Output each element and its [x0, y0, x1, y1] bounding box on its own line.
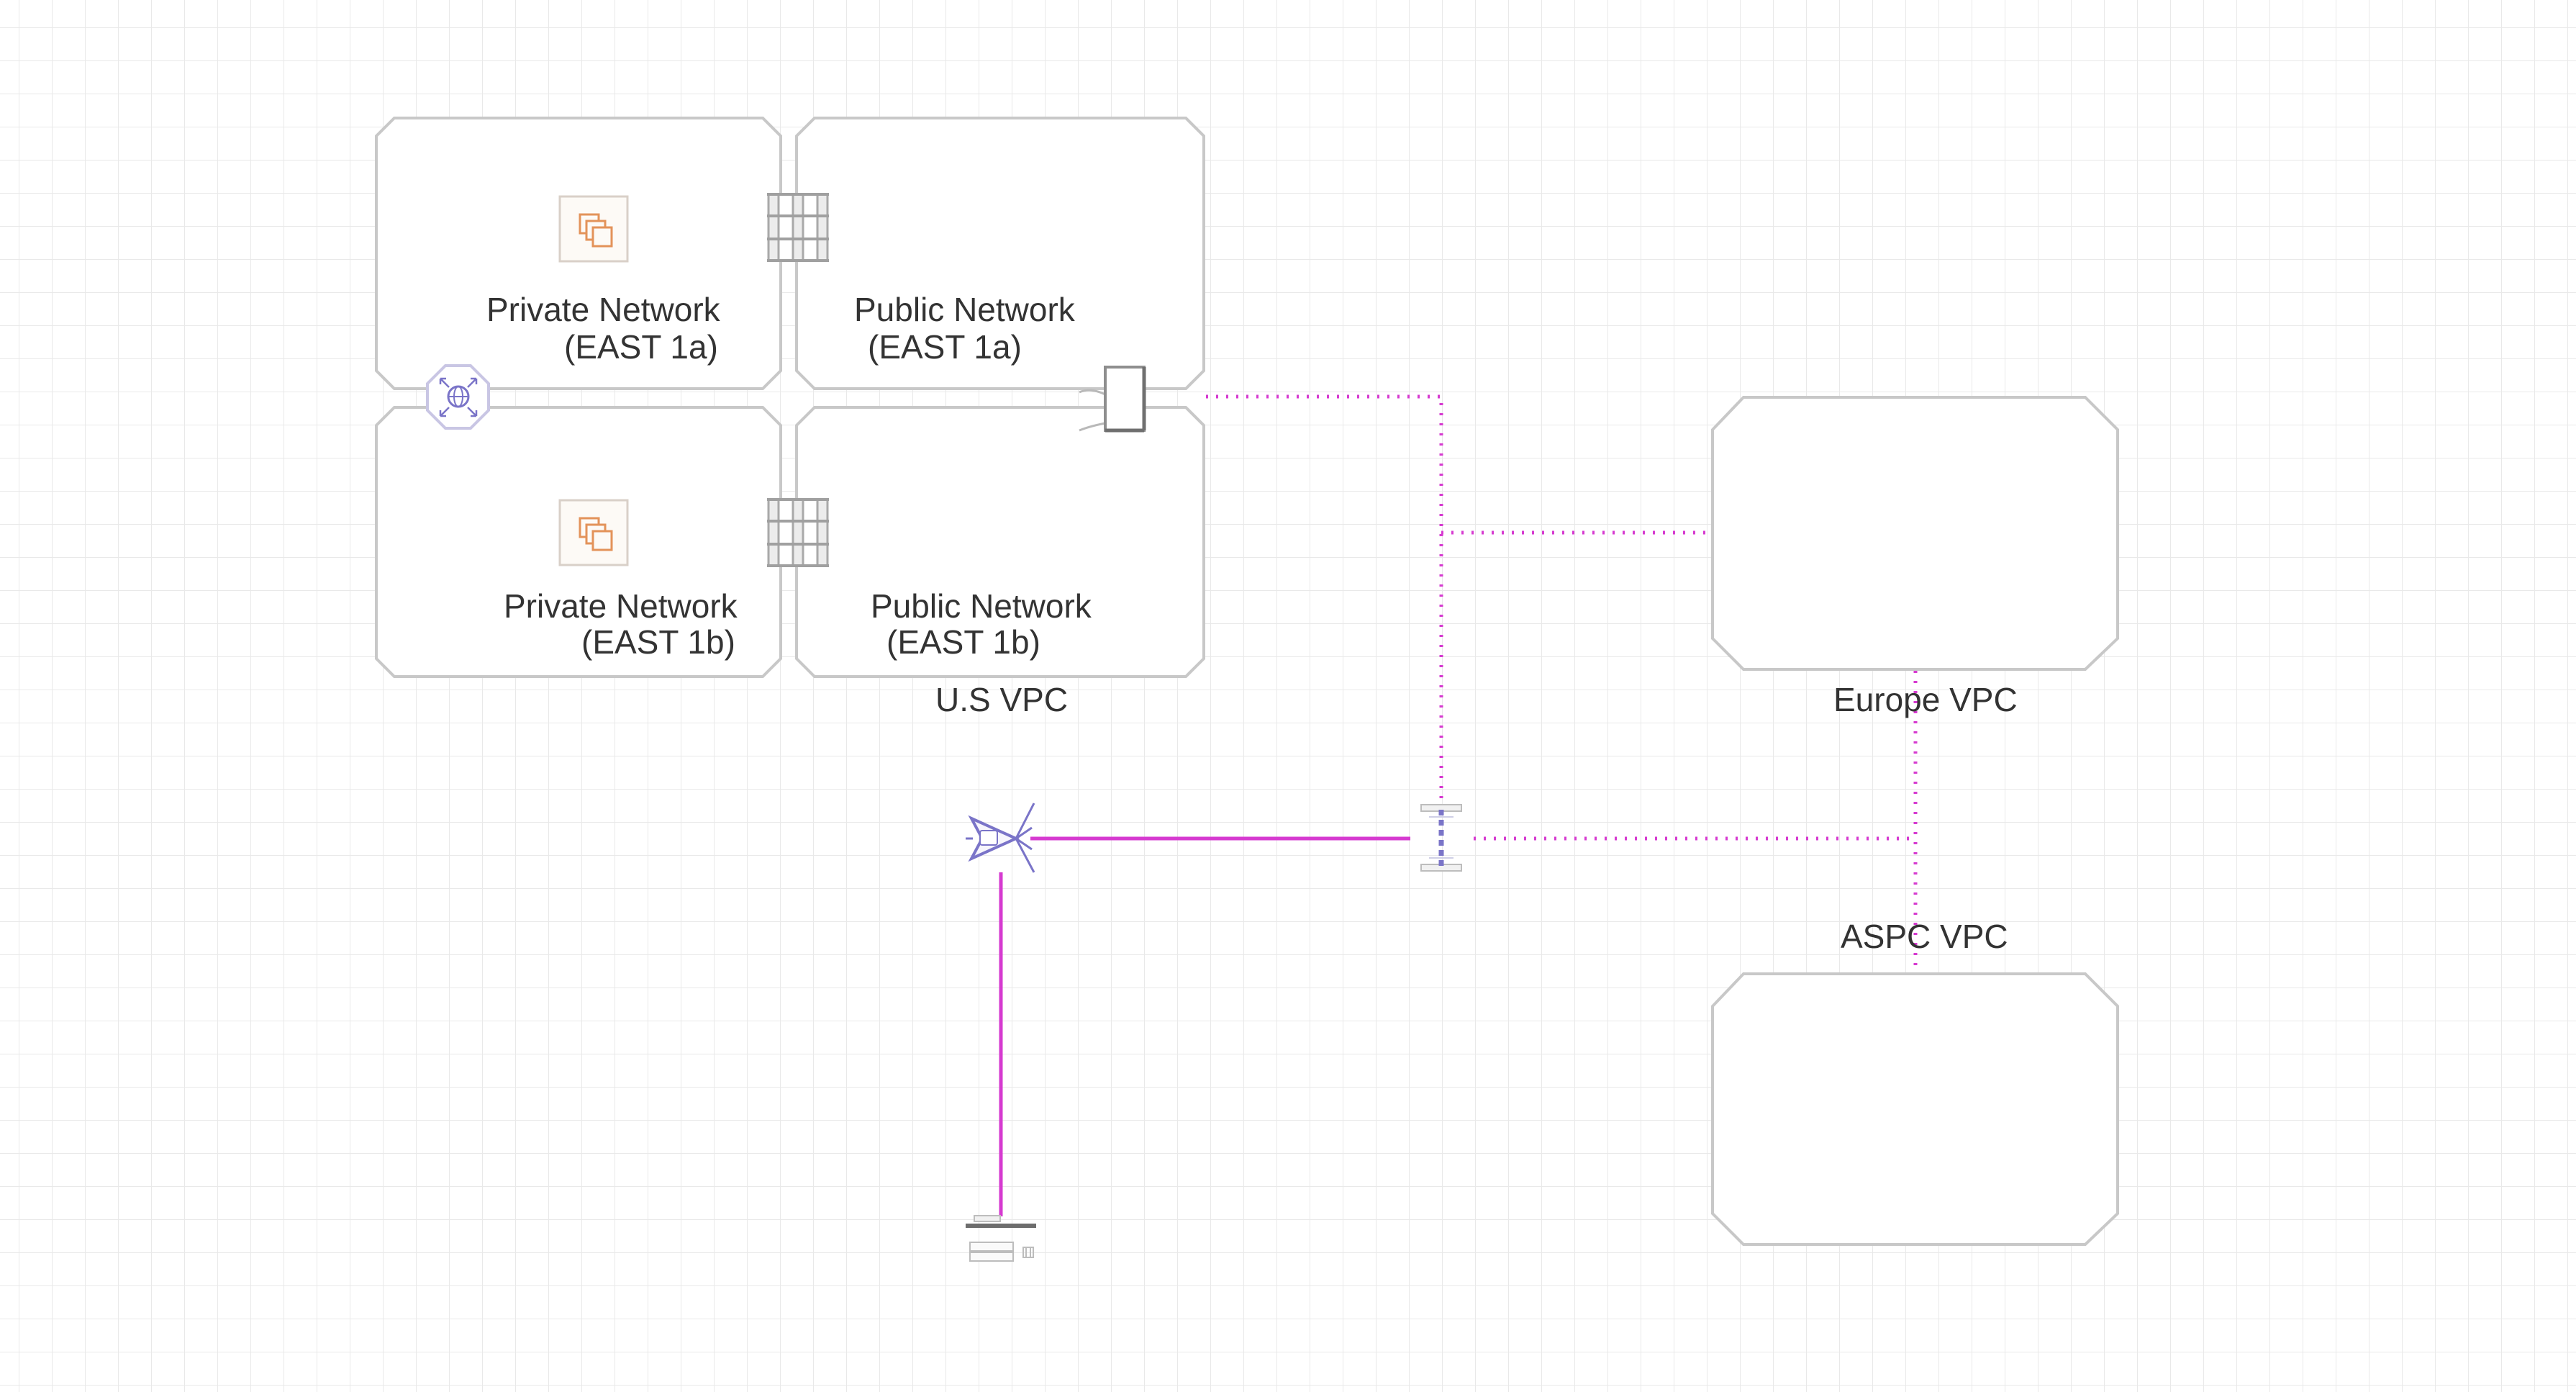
customer-gateway-icon[interactable]	[966, 803, 1035, 873]
aspc-vpc-label: ASPC VPC	[1841, 918, 2008, 955]
public-network-east-1a-title: Public Network	[854, 291, 1075, 328]
private-network-east-1b-subtitle: (EAST 1b)	[581, 623, 735, 661]
vpn-connector-icon[interactable]	[1420, 804, 1462, 872]
connections	[999, 394, 1918, 1216]
public-network-east-1b-title: Public Network	[871, 587, 1092, 625]
private-network-east-1a-title: Private Network	[486, 291, 720, 328]
europe-vpc-label: Europe VPC	[1833, 681, 2018, 718]
us-vpc-label: U.S VPC	[935, 681, 1069, 718]
private-network-east-1b-title: Private Network	[504, 587, 738, 625]
subnet-connector-east-1b[interactable]	[767, 498, 829, 567]
public-network-east-1a-subtitle: (EAST 1a)	[868, 328, 1022, 366]
private-network-east-1a-subtitle: (EAST 1a)	[564, 328, 718, 366]
igw-to-bus-dotted-link[interactable]	[1206, 394, 1443, 808]
instance-stack-icon[interactable]	[558, 499, 629, 566]
on-premise-server-icon[interactable]	[966, 1215, 1036, 1262]
nat-gateway-icon[interactable]	[426, 364, 490, 430]
instance-stack-icon[interactable]	[558, 195, 629, 263]
subnet-connector-east-1a[interactable]	[767, 193, 829, 262]
public-network-east-1b-subtitle: (EAST 1b)	[886, 623, 1040, 661]
europe-vpc-container[interactable]	[1711, 396, 2119, 671]
internet-gateway-icon[interactable]	[1079, 366, 1146, 433]
aspc-vpc-container[interactable]	[1711, 972, 2119, 1246]
